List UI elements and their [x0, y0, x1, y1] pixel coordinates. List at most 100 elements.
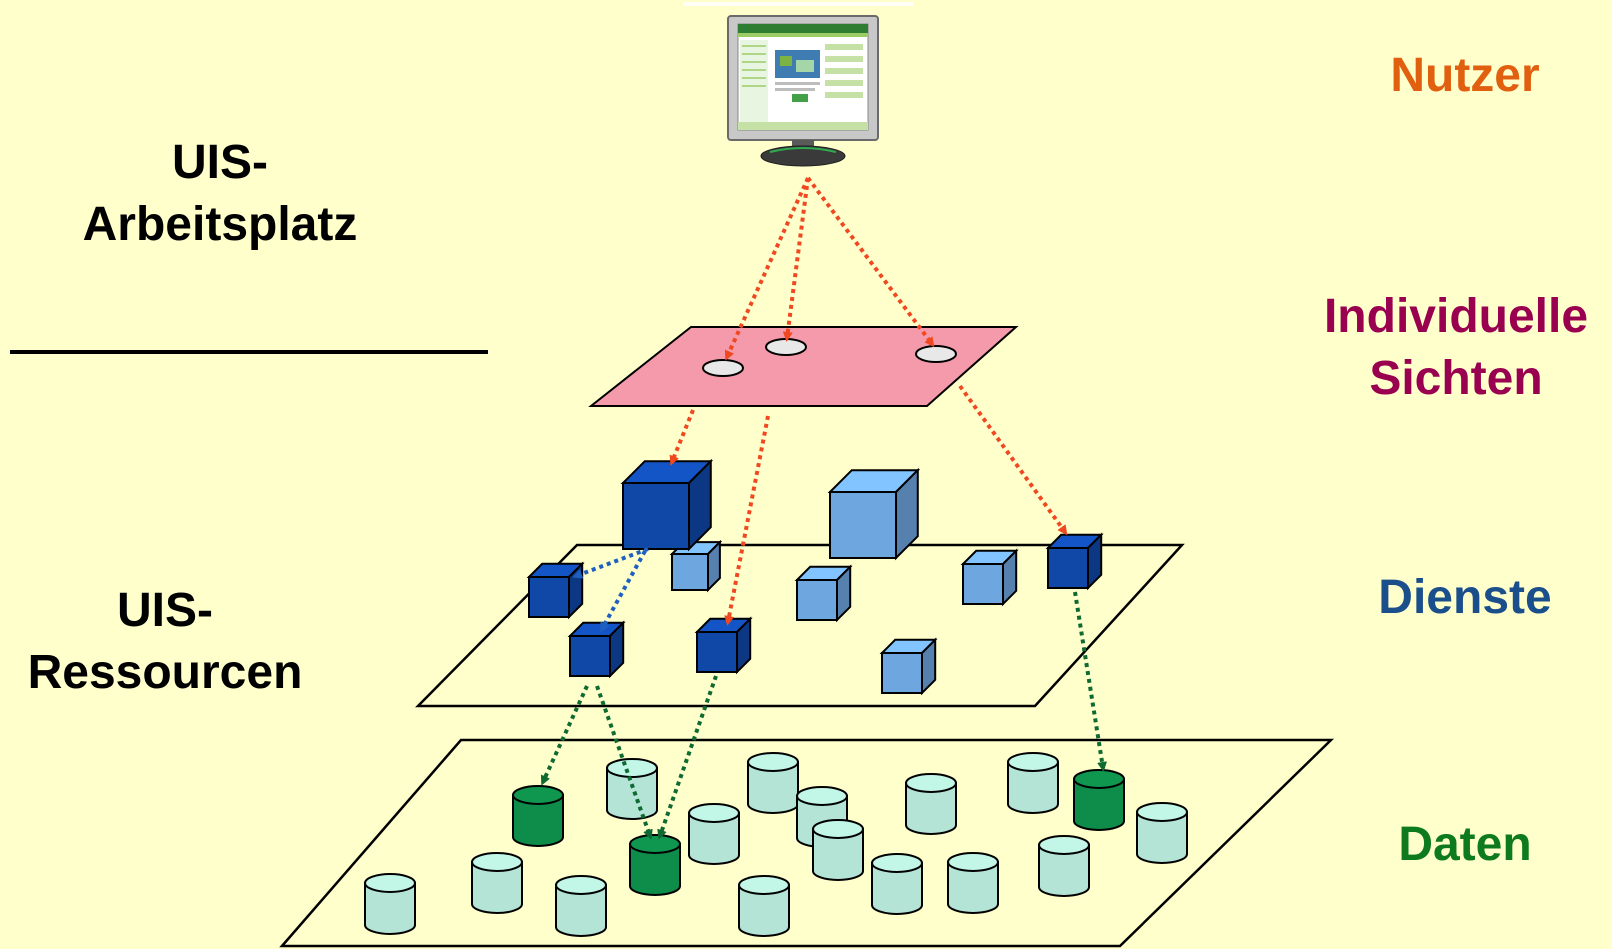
screen-logo [792, 94, 808, 102]
uis-ressourcen-label: UIS- Ressourcen [0, 580, 330, 704]
cube-icon [960, 548, 1019, 607]
cylinder-top [606, 758, 658, 778]
arrow-service-to-data [540, 685, 589, 786]
uis-ressourcen-line-1: UIS- [117, 584, 213, 637]
screen-box [825, 44, 863, 50]
arrow-view-to-service [669, 409, 695, 466]
arrow-user-to-view [806, 176, 935, 348]
cylinder-top [1073, 769, 1125, 789]
cube-front [671, 553, 709, 591]
screen-box [825, 92, 863, 98]
screen-box [825, 68, 863, 74]
daten-label: Daten [1398, 818, 1532, 871]
cylinder-body [1038, 844, 1090, 897]
cylinder-body [364, 882, 416, 935]
cube-front [829, 491, 897, 559]
cube-front [622, 482, 690, 550]
view-point-icon [765, 338, 807, 356]
database-cylinder-icon [738, 875, 790, 937]
screen-box [825, 80, 863, 86]
uis-arbeitsplatz-line-1: UIS- [172, 136, 268, 189]
cylinder-body [1136, 811, 1188, 864]
monitor-neck [792, 140, 814, 150]
cylinder-top [796, 786, 848, 806]
cylinder-top [1038, 835, 1090, 855]
cube-icon-active [526, 561, 585, 620]
screen-image-detail [780, 56, 792, 66]
cylinder-top [688, 803, 740, 823]
database-cylinder-icon [606, 758, 658, 820]
cylinder-top [471, 852, 523, 872]
cube-icon-active [1045, 532, 1104, 591]
cylinder-body [512, 794, 564, 847]
screen-header [738, 24, 868, 33]
database-cylinder-icon-active [1073, 769, 1125, 831]
cylinder-body [471, 861, 523, 914]
monitor-base-accent [769, 147, 837, 153]
cylinder-body [555, 884, 607, 937]
arrow-view-to-service [958, 384, 1068, 536]
database-cylinder-icon [1136, 802, 1188, 864]
arrow-service-composition [600, 550, 647, 633]
monitor-icon [683, 2, 913, 167]
cube-front [881, 652, 923, 694]
screen-image-detail [796, 60, 814, 72]
uis-ressourcen-line-2: Ressourcen [27, 646, 303, 699]
database-cylinder-icon [747, 752, 799, 814]
arrow-service-composition [572, 547, 649, 579]
cube-front [962, 563, 1004, 605]
screen-sidebar [740, 40, 768, 124]
arrow-user-to-view [724, 177, 810, 361]
cylinder-top [747, 752, 799, 772]
cube-front [569, 635, 611, 677]
dienste-label: Dienste [1378, 571, 1552, 624]
arrow-service-to-data [1073, 591, 1107, 772]
database-cylinder-icon [364, 873, 416, 935]
uis-arbeitsplatz-label: UIS- Arbeitsplatz [40, 132, 400, 256]
database-cylinder-icon [947, 852, 999, 914]
arrow-service-to-data [595, 685, 653, 840]
database-cylinder-icon [871, 853, 923, 915]
cylinder-top [738, 875, 790, 895]
cylinder-top [1136, 802, 1188, 822]
cylinder-body [606, 767, 658, 820]
cylinder-body [738, 884, 790, 937]
database-cylinder-icon [1038, 835, 1090, 897]
database-cylinder-icon [812, 819, 864, 881]
cylinder-top [812, 819, 864, 839]
cube-icon [827, 467, 921, 561]
screen-text-line [775, 82, 820, 85]
cube-front [1047, 547, 1089, 589]
screen-box [825, 56, 863, 62]
cylinder-body [812, 828, 864, 881]
database-cylinder-icon [555, 875, 607, 937]
cube-front [528, 576, 570, 618]
cube-front [696, 631, 738, 673]
monitor-glare [683, 2, 913, 6]
data-plane [279, 738, 1335, 948]
view-points [702, 338, 957, 377]
cylinder-body [947, 861, 999, 914]
cylinder-body [688, 812, 740, 865]
cylinder-body [1073, 778, 1125, 831]
individuelle-sichten-label: Individuelle Sichten [1300, 286, 1612, 410]
screen-footer [738, 122, 868, 130]
database-cylinder-icon-active [512, 785, 564, 847]
database-cylinder-icon [688, 803, 740, 865]
database-cylinder-icon-active [629, 834, 681, 896]
screen-menubar [738, 33, 868, 37]
nutzer-label: Nutzer [1390, 49, 1540, 102]
connections [540, 176, 1107, 840]
cylinder-top [871, 853, 923, 873]
cube-icon [794, 564, 853, 623]
screen-text-line [775, 88, 815, 91]
data-stores [364, 752, 1188, 937]
cylinder-top [555, 875, 607, 895]
view-point-icon [702, 359, 744, 377]
cylinder-top [364, 873, 416, 893]
cube-icon [879, 637, 938, 696]
cylinder-top [512, 785, 564, 805]
cube-icon-active [567, 620, 626, 679]
